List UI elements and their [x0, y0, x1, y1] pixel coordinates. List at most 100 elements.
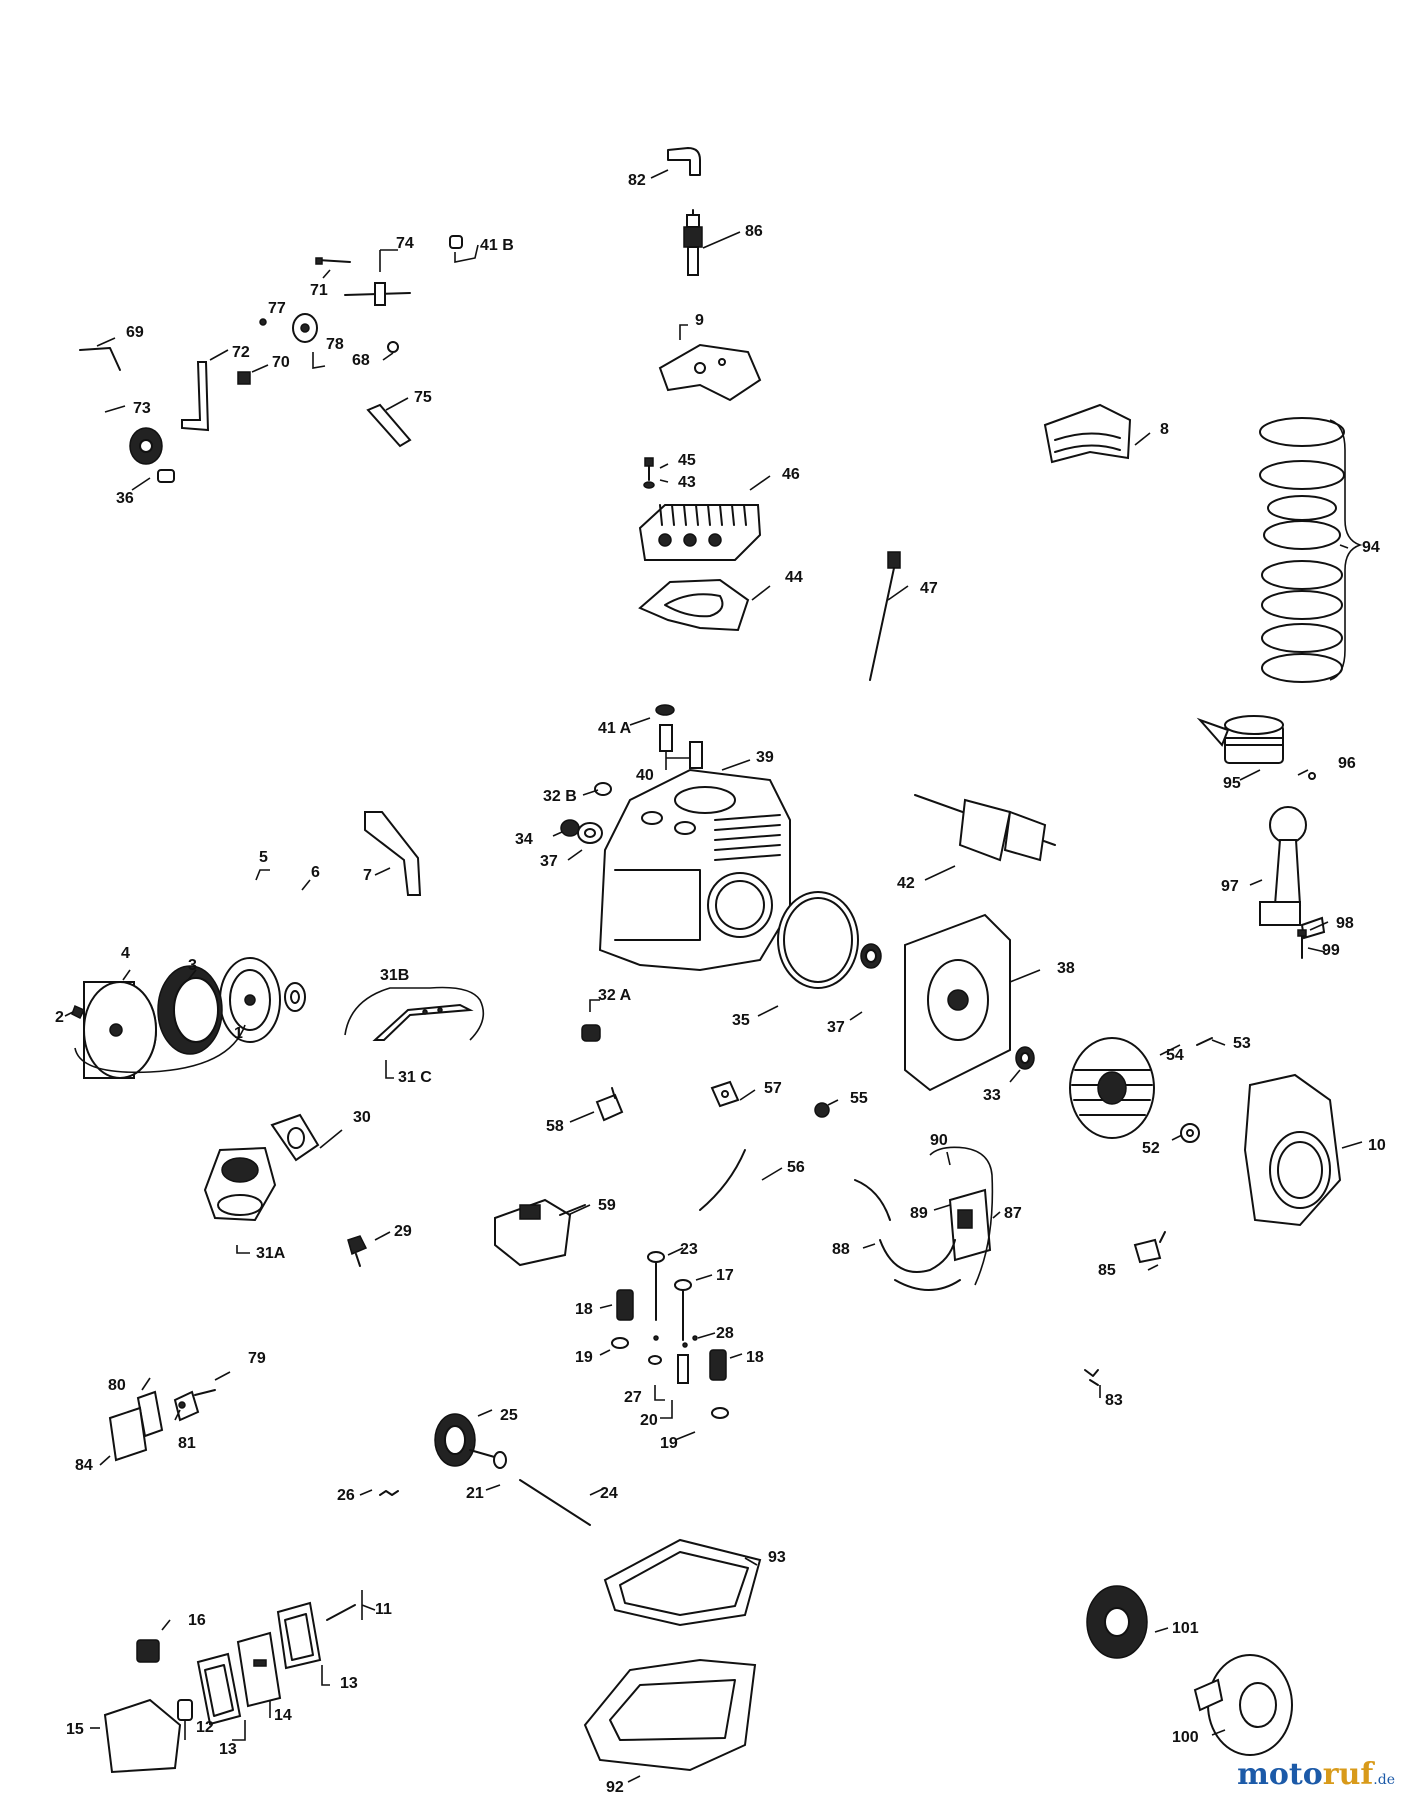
part-71-screw: [315, 257, 351, 265]
part-32a-screen: [581, 1024, 601, 1042]
callout-28: 28: [716, 1325, 734, 1342]
part-2-wing-nut: [71, 1004, 86, 1020]
part-58-fuel-elbow: [595, 1087, 624, 1122]
part-86-spark-plug: [683, 209, 703, 276]
callout-93: 93: [768, 1549, 786, 1566]
callout-69: 69: [126, 324, 144, 341]
part-85-switch: [1133, 1231, 1166, 1264]
callout-52: 52: [1142, 1140, 1160, 1157]
callout-97: 97: [1221, 878, 1239, 895]
callout-70: 70: [272, 354, 290, 371]
part-73-governor-gear: [129, 427, 163, 465]
part-84-breather-cover: [108, 1406, 148, 1462]
callout-31a: 31A: [256, 1245, 286, 1262]
part-14-plate: [236, 1631, 282, 1708]
callout-88: 88: [832, 1241, 850, 1258]
callout-13b: 13: [219, 1741, 237, 1758]
callout-81: 81: [178, 1435, 196, 1452]
callout-37b: 37: [827, 1019, 845, 1036]
callout-36: 36: [116, 490, 134, 507]
part-30-carburetor-gasket: [270, 1113, 320, 1162]
callout-38: 38: [1057, 960, 1075, 977]
callout-29: 29: [394, 1223, 412, 1240]
part-18b-valve-spring: [709, 1349, 727, 1381]
part-8-cylinder-baffle: [1043, 403, 1132, 464]
part-81-breather-valve: [173, 1390, 200, 1422]
part-57-gasket: [710, 1080, 740, 1108]
part-46-cylinder-head: [638, 504, 762, 561]
part-23-exhaust-valve: [647, 1251, 665, 1321]
part-92-oil-pan: [583, 1658, 757, 1772]
part-96-piston-pin-clip: [1308, 772, 1316, 780]
callout-25: 25: [500, 1407, 518, 1424]
callout-6: 6: [311, 864, 320, 881]
part-79-breather-screw: [194, 1389, 216, 1396]
callout-94: 94: [1362, 539, 1380, 556]
callout-72: 72: [232, 344, 250, 361]
callout-21: 21: [466, 1485, 484, 1502]
callout-95: 95: [1223, 775, 1241, 792]
part-24-cam-shaft-pin: [519, 1479, 591, 1526]
callout-15: 15: [66, 1721, 84, 1738]
callout-1: 1: [234, 1025, 243, 1042]
callout-20: 20: [640, 1412, 658, 1429]
part-88-wiring-harness: [854, 1179, 961, 1291]
part-93-oil-pan-gasket: [603, 1538, 762, 1627]
part-6-gasket: [284, 982, 306, 1012]
callout-labels: 82 86 41 B 74 71 77 69 72 70 78 68 75 73…: [55, 172, 1386, 1796]
callout-32a: 32 A: [598, 987, 632, 1004]
callout-8: 8: [1160, 421, 1169, 438]
part-47-dipstick: [869, 551, 901, 681]
callout-7: 7: [363, 867, 372, 884]
brace-1: [74, 1024, 246, 1074]
callout-2: 2: [55, 1009, 64, 1026]
part-82-breather-tube: [667, 147, 701, 176]
part-99-rod-bolt: [1297, 929, 1307, 959]
watermark-de: .de: [1373, 1772, 1395, 1788]
part-19-valve-retainer: [611, 1337, 629, 1349]
part-15-closure-plate: [103, 1698, 182, 1774]
part-20-tappet: [677, 1354, 689, 1384]
callout-13a: 13: [340, 1675, 358, 1692]
part-32b-seal: [594, 782, 612, 796]
part-3-air-filter-element: [157, 965, 223, 1055]
watermark-ruf: ruf: [1322, 1757, 1374, 1792]
callout-99: 99: [1322, 942, 1340, 959]
callout-47: 47: [920, 580, 938, 597]
callout-83: 83: [1105, 1392, 1123, 1409]
part-31b-bracket: [372, 1003, 474, 1041]
callout-71: 71: [310, 282, 328, 299]
part-41b-bushing: [449, 235, 463, 249]
part-55-nut: [814, 1102, 830, 1118]
callout-32b: 32 B: [543, 788, 577, 805]
part-34-bearing: [560, 819, 580, 837]
part-26-spring: [379, 1490, 399, 1496]
callout-23: 23: [680, 1241, 698, 1258]
part-52-nut: [1180, 1123, 1200, 1143]
callout-45: 45: [678, 452, 696, 469]
callout-41b: 41 B: [480, 237, 514, 254]
part-33-seal: [1015, 1046, 1035, 1070]
leader-lines: [64, 169, 1363, 1783]
part-53-flywheel-key: [1196, 1037, 1213, 1046]
part-7-bracket: [364, 811, 422, 896]
callout-5: 5: [259, 849, 268, 866]
callout-4: 4: [121, 945, 130, 962]
callout-87: 87: [1004, 1205, 1022, 1222]
part-77-nut: [259, 318, 267, 326]
callout-100: 100: [1172, 1729, 1199, 1746]
part-27-valve-cap: [648, 1355, 662, 1365]
part-25-camshaft: [434, 1413, 506, 1467]
callout-54: 54: [1166, 1047, 1184, 1064]
callout-37a: 37: [540, 853, 558, 870]
part-45-head-bolt: [643, 457, 655, 489]
motoruf-watermark: motoruf.de: [1237, 1757, 1395, 1792]
part-78-bracket: [292, 313, 318, 343]
part-38-bearing-plate: [904, 913, 1011, 1092]
callout-82: 82: [628, 172, 646, 189]
part-69-spring: [79, 347, 121, 371]
part-13a-gasket: [276, 1601, 322, 1670]
part-37b-oil-seal: [860, 943, 882, 969]
callout-9: 9: [695, 312, 704, 329]
